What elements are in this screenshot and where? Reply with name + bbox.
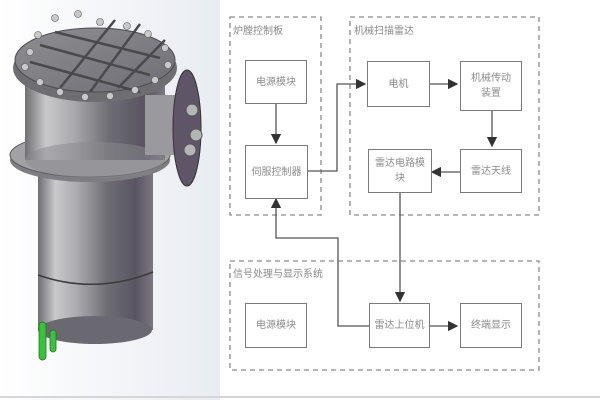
group-label-furnace-control: 炉膛控制板 (233, 26, 283, 37)
block-power-module-bottom: 电源模块 (245, 303, 307, 348)
block-mech-transmission: 机械传动装置 (460, 61, 522, 111)
side-port-flange (145, 69, 203, 187)
group-border-signal-display (229, 260, 540, 371)
block-servo-controller: 伺服控制器 (245, 145, 308, 199)
block-radar-antenna: 雷达天线 (460, 149, 522, 193)
arrow-host-to-servo (270, 197, 369, 327)
group-border-mech-radar (349, 16, 540, 216)
block-terminal-display: 终端显示 (460, 303, 522, 348)
green-tubes (38, 321, 57, 361)
block-power-module-top: 电源模块 (245, 60, 307, 104)
block-radar-circuit: 雷达电路模块 (368, 149, 432, 193)
arrow-servo-to-motor (308, 78, 367, 172)
vessel-render (0, 0, 220, 400)
group-label-mech-radar: 机械扫描雷达 (354, 26, 414, 37)
top-lid (13, 10, 177, 102)
block-motor: 电机 (367, 61, 430, 107)
group-label-signal-display: 信号处理与显示系统 (233, 269, 323, 280)
block-radar-host: 雷达上位机 (369, 303, 430, 348)
lower-cylinder (37, 170, 154, 344)
